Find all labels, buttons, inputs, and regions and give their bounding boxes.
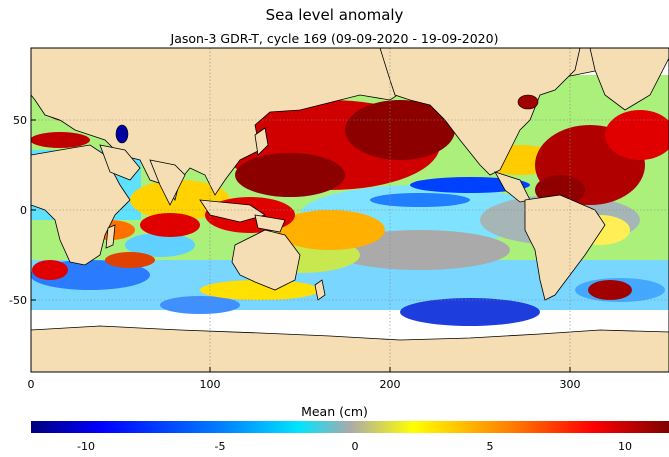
land-masses — [31, 48, 669, 372]
south-america-land — [524, 194, 606, 301]
x-tick-label: 300 — [560, 378, 581, 391]
new-zealand-land — [314, 279, 326, 301]
colorbar — [31, 421, 669, 433]
colorbar-tick-label: -10 — [77, 440, 95, 453]
axis-ticks — [30, 119, 571, 372]
japan-land — [254, 127, 269, 156]
colorbar-tick-label: 10 — [618, 440, 632, 453]
greenland-land — [589, 48, 669, 111]
indonesia-land — [199, 199, 266, 223]
colorbar-tick-label: -5 — [215, 440, 226, 453]
australia-land — [231, 229, 301, 291]
antarctica-land — [31, 325, 669, 372]
africa-land — [31, 144, 131, 266]
y-tick-label: -50 — [9, 294, 27, 307]
caspian-sea-anomaly — [115, 124, 129, 144]
map-title: Sea level anomaly — [265, 6, 404, 24]
arabia-land — [99, 144, 141, 181]
hudson-bay-anomaly — [517, 94, 539, 110]
colorbar-tick-label: 5 — [487, 440, 494, 453]
map-subtitle: Jason-3 GDR-T, cycle 169 (09-09-2020 - 1… — [170, 31, 499, 46]
india-land — [149, 159, 186, 206]
new-guinea-land — [254, 214, 286, 233]
y-tick-label: 50 — [13, 114, 27, 127]
x-tick-label: 100 — [200, 378, 221, 391]
colorbar-label: Mean (cm) — [301, 404, 368, 419]
x-tick-label: 0 — [28, 378, 35, 391]
y-tick-label: 0 — [20, 204, 27, 217]
colorbar-tick-label: 0 — [352, 440, 359, 453]
x-tick-label: 200 — [380, 378, 401, 391]
madagascar-land — [105, 224, 116, 249]
map-plot-area — [31, 48, 669, 372]
map-gridlines — [31, 48, 669, 372]
